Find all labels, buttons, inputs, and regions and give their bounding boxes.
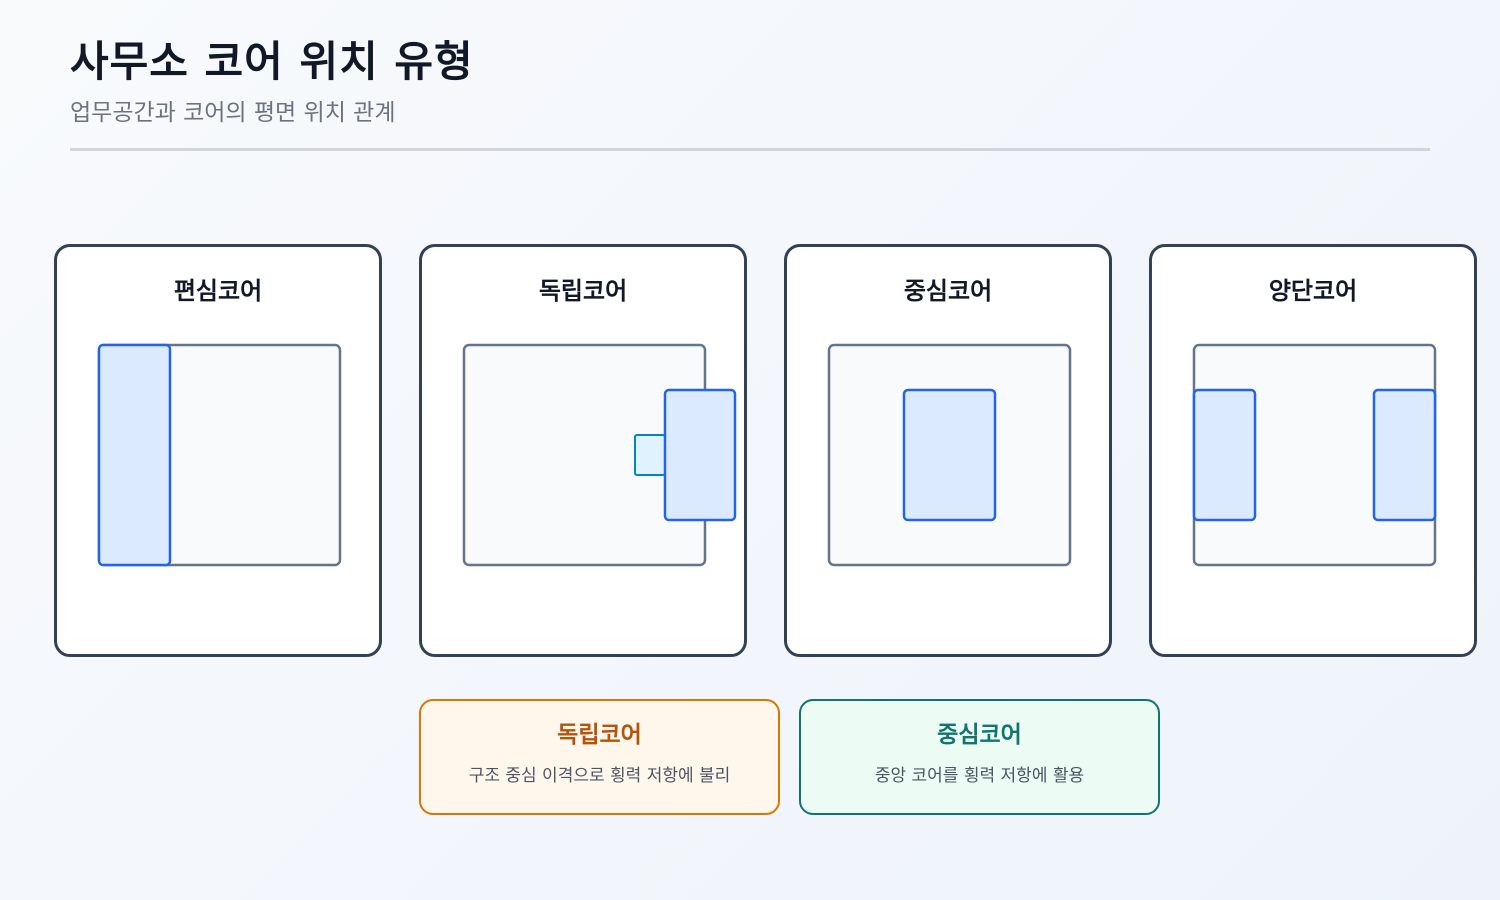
header-divider: [70, 148, 1430, 151]
header: 사무소 코어 위치 유형 업무공간과 코어의 평면 위치 관계: [70, 32, 474, 130]
note-title: 독립코어: [557, 722, 642, 748]
connector-block: [634, 434, 666, 476]
independent-core-plan: [462, 343, 737, 567]
core-block: [663, 388, 737, 522]
eccentric-core-plan: [97, 343, 342, 567]
note-title: 중심코어: [937, 722, 1022, 748]
core-block-left: [1192, 388, 1257, 522]
note-independent-core: 독립코어 구조 중심 이격으로 횡력 저항에 불리: [419, 699, 780, 815]
central-core-plan: [827, 343, 1072, 567]
card-title: 양단코어: [1268, 277, 1358, 305]
card-title: 편심코어: [173, 277, 263, 305]
core-block-right: [1372, 388, 1437, 522]
card-title: 중심코어: [903, 277, 993, 305]
note-description: 중앙 코어를 횡력 저항에 활용: [874, 766, 1085, 786]
card-title: 독립코어: [538, 277, 628, 305]
note-central-core: 중심코어 중앙 코어를 횡력 저항에 활용: [799, 699, 1160, 815]
card-eccentric-core: 편심코어: [54, 244, 382, 657]
note-description: 구조 중심 이격으로 횡력 저항에 불리: [468, 766, 731, 786]
card-double-end-core: 양단코어: [1149, 244, 1477, 657]
card-central-core: 중심코어: [784, 244, 1112, 657]
page-subtitle: 업무공간과 코어의 평면 위치 관계: [70, 100, 396, 126]
core-block: [97, 343, 172, 567]
card-independent-core: 독립코어: [419, 244, 747, 657]
double-end-core-plan: [1192, 343, 1437, 567]
core-block: [902, 388, 997, 522]
page-title: 사무소 코어 위치 유형: [70, 37, 474, 86]
